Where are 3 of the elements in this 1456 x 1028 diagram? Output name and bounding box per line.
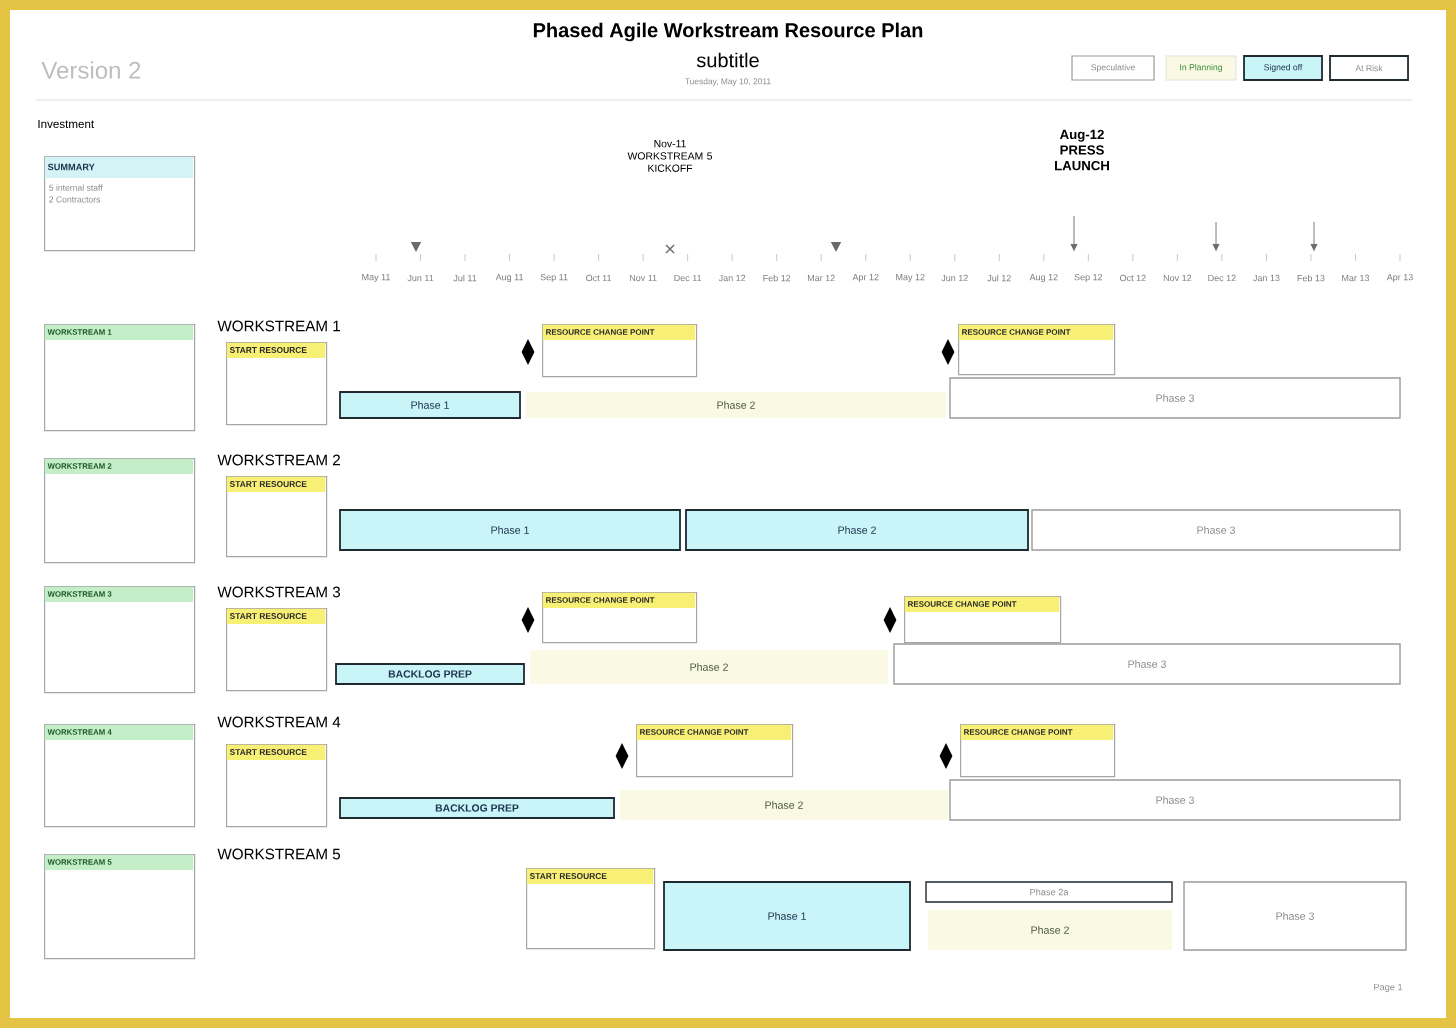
title: Phased Agile Workstream Resource Plan [533, 22, 923, 42]
subtitle: subtitle [696, 52, 759, 68]
version-label: Version 2 [41, 61, 141, 79]
